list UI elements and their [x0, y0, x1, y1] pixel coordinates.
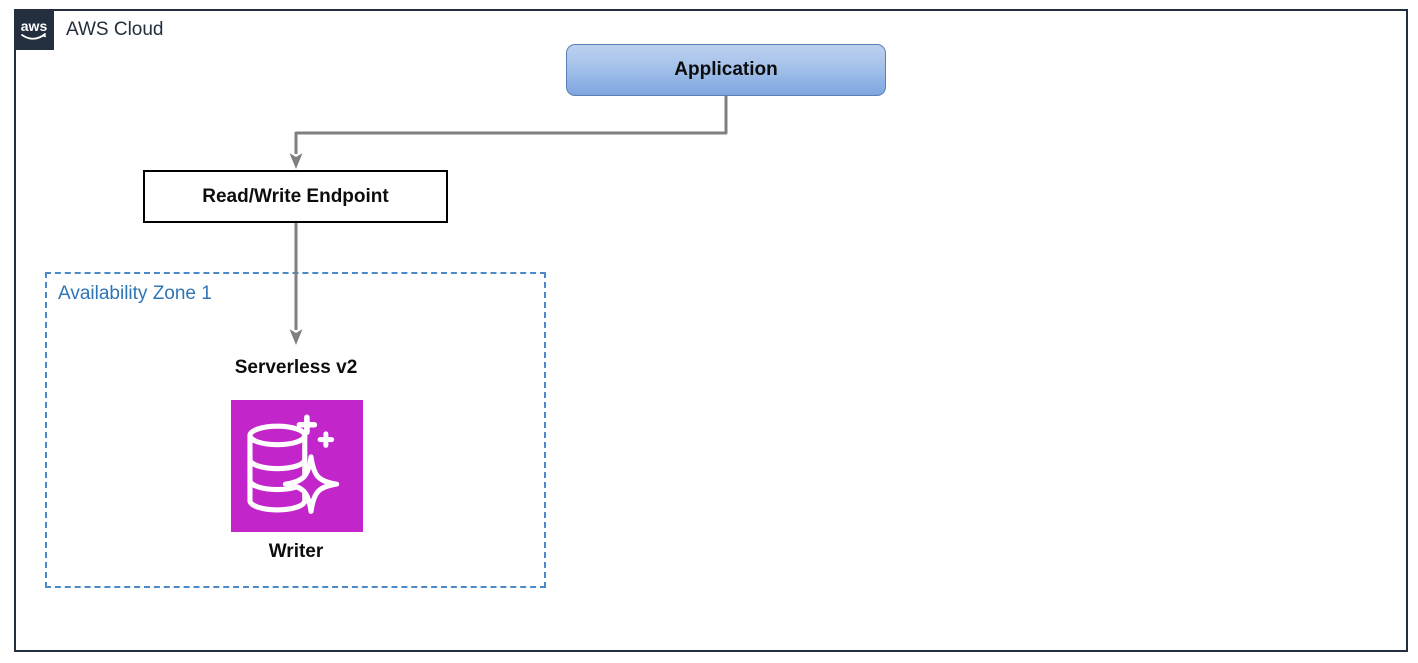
application-node: Application — [566, 44, 886, 96]
endpoint-label: Read/Write Endpoint — [202, 185, 389, 207]
application-label: Application — [674, 59, 778, 80]
aws-logo-icon: aws — [14, 9, 54, 50]
writer-label: Writer — [268, 541, 324, 562]
serverless-v2-label: Serverless v2 — [234, 357, 358, 378]
aws-cloud-label: AWS Cloud — [66, 19, 164, 40]
availability-zone-label: Availability Zone 1 — [58, 283, 212, 304]
aurora-serverless-v2-database-icon — [231, 400, 363, 532]
read-write-endpoint-node: Read/Write Endpoint — [143, 170, 448, 223]
aws-logo-text: aws — [21, 18, 48, 34]
